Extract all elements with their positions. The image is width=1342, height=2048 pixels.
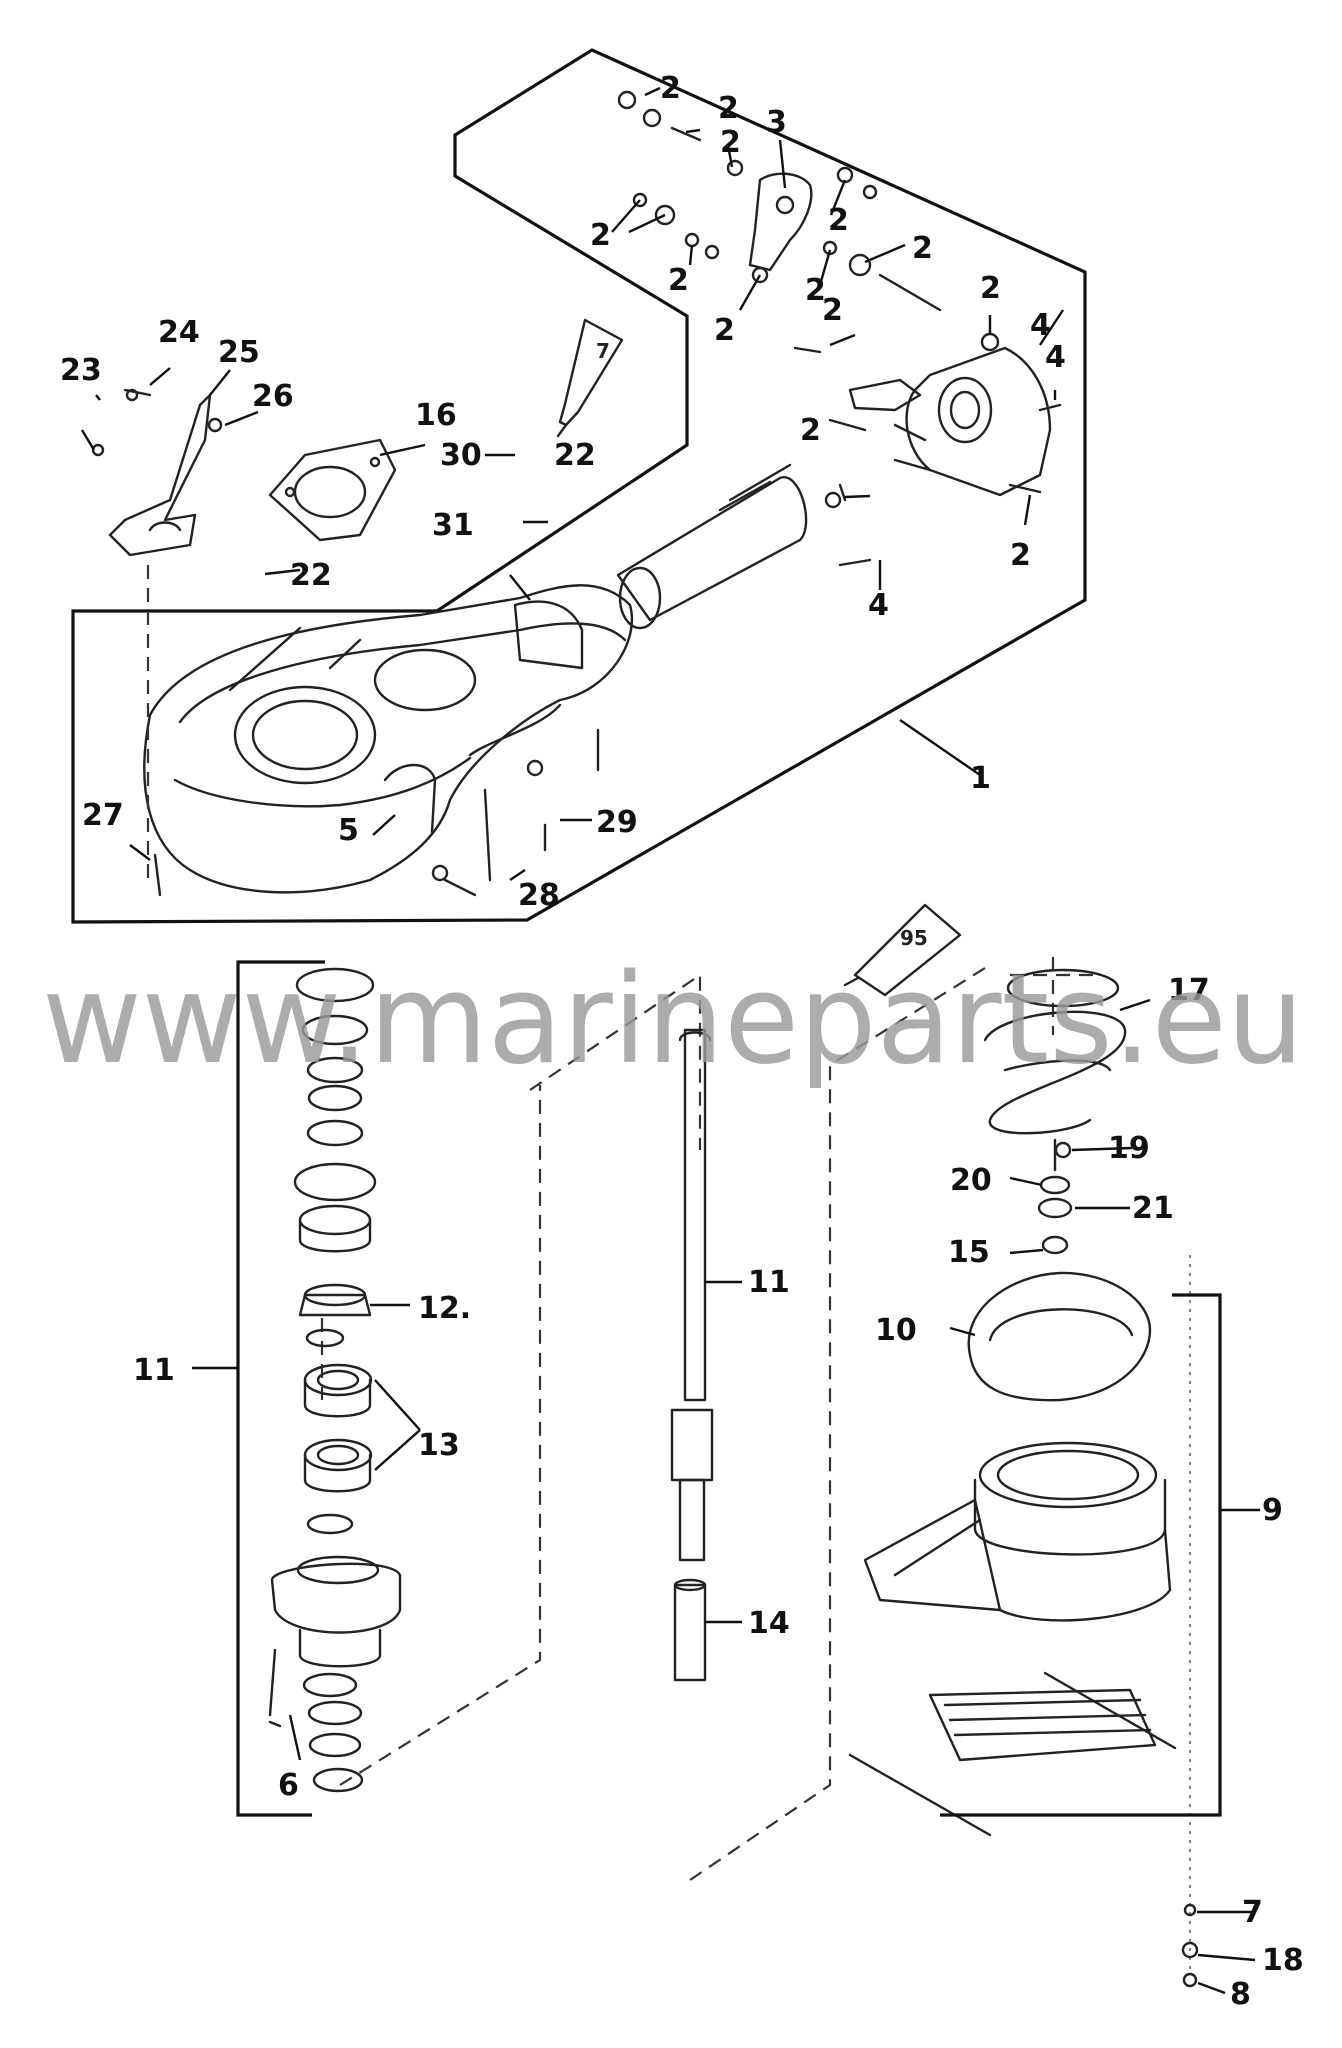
callout-21: 21	[1132, 1191, 1174, 1226]
sealant-tube-upper: 7	[556, 318, 624, 438]
callout-30: 30	[440, 438, 482, 473]
upper-assembly-outline	[71, 48, 1087, 924]
callout-4: 4	[1045, 340, 1066, 375]
callout-2: 2	[718, 91, 739, 126]
callout-4: 4	[1030, 308, 1051, 343]
gasket-plate	[268, 438, 397, 542]
callout-2: 2	[668, 263, 689, 298]
callout-31: 31	[432, 508, 474, 543]
callout-12: 12.	[418, 1291, 471, 1326]
callout-3: 3	[766, 105, 787, 140]
callout-2: 2	[912, 231, 933, 266]
callout-11: 11	[133, 1353, 175, 1388]
callout-28: 28	[518, 878, 560, 913]
callout-22: 22	[554, 438, 596, 473]
mount-bracket	[748, 172, 813, 272]
drive-tube	[616, 463, 808, 630]
lower-right-hardware	[1181, 1903, 1199, 1988]
wear-ring	[967, 1271, 1152, 1402]
watermark-text: www.marineparts.eu	[42, 948, 1304, 1092]
callouts: 2 2 3 2 2 2 2 2 2 2 2 2 2 2 4 4 4 1 5 23…	[60, 71, 1304, 2012]
callout-6: 6	[278, 1768, 299, 1803]
callout-2: 2	[800, 413, 821, 448]
callout-2: 2	[1010, 538, 1031, 573]
leader-lines	[80, 86, 1260, 1995]
callout-9: 9	[1262, 1493, 1283, 1528]
callout-19: 19	[1108, 1131, 1150, 1166]
callout-22: 22	[290, 558, 332, 593]
callout-2: 2	[660, 71, 681, 106]
callout-2: 2	[720, 125, 741, 160]
upper-bolts	[153, 728, 600, 897]
wire-loop	[383, 763, 437, 834]
callout-17: 17	[1168, 973, 1210, 1008]
callout-11: 11	[748, 1265, 790, 1300]
drive-shaft	[670, 1028, 714, 1682]
reverse-gate	[848, 346, 1052, 497]
callout-15: 15	[948, 1235, 990, 1270]
callout-5: 5	[338, 813, 359, 848]
callout-2: 2	[828, 203, 849, 238]
callout-13: 13	[418, 1428, 460, 1463]
callout-24: 24	[158, 315, 200, 350]
impeller	[983, 968, 1127, 1172]
callout-26: 26	[252, 379, 294, 414]
pump-housing	[143, 584, 634, 894]
callout-18: 18	[1262, 1943, 1304, 1978]
jet-housing	[863, 1441, 1172, 1622]
callout-4: 4	[868, 588, 889, 623]
callout-10: 10	[875, 1313, 917, 1348]
tube-label-upper: 7	[596, 339, 610, 363]
stack-bracket	[236, 960, 325, 1817]
callout-8: 8	[1230, 1977, 1251, 2012]
housing-bracket	[940, 1293, 1222, 1817]
intake-grate	[848, 1671, 1177, 1837]
callout-2: 2	[980, 271, 1001, 306]
callout-27: 27	[82, 798, 124, 833]
callout-25: 25	[218, 335, 260, 370]
callout-20: 20	[950, 1163, 992, 1198]
callout-2: 2	[590, 218, 611, 253]
guide-lines	[146, 565, 1191, 1975]
tube-label-lower: 95	[900, 926, 928, 950]
bearing-stack	[268, 967, 402, 1793]
callout-2: 2	[714, 313, 735, 348]
callout-2: 2	[822, 293, 843, 328]
callout-1: 1	[970, 761, 991, 796]
callout-16: 16	[415, 398, 457, 433]
callout-14: 14	[748, 1606, 790, 1641]
callout-23: 23	[60, 353, 102, 388]
callout-7: 7	[1242, 1895, 1263, 1930]
sealant-tube-lower: 95	[843, 903, 962, 997]
lever-bracket	[91, 388, 223, 557]
callout-29: 29	[596, 805, 638, 840]
callout-2: 2	[805, 273, 826, 308]
